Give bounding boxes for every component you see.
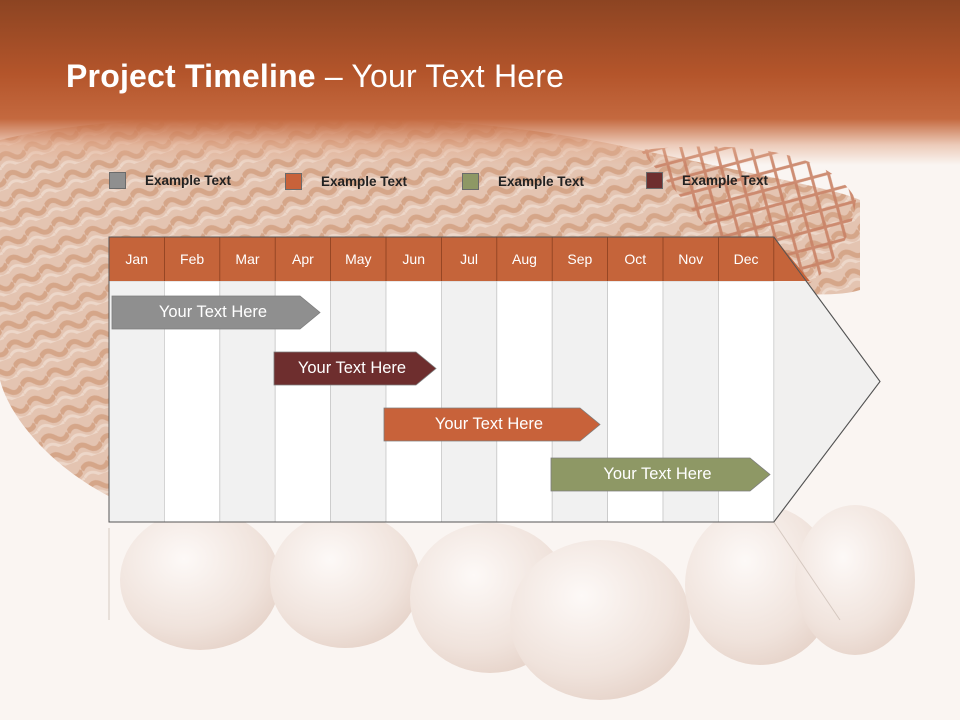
month-label-may: May [345,251,372,267]
month-label-oct: Oct [624,251,647,267]
month-label-aug: Aug [512,251,537,267]
page-title: Project Timeline – Your Text Here [66,58,564,95]
month-label-jul: Jul [460,251,479,267]
month-label-nov: Nov [678,251,704,267]
legend-swatch [109,171,126,189]
task-label-2: Your Text Here [297,359,407,377]
legend-label: Example Text [498,173,585,189]
legend-swatch [646,171,663,189]
task-bar-4 [550,457,771,492]
timeline-outline [108,236,881,523]
legend-label: Example Text [321,173,408,189]
legend-label: Example Text [145,172,232,188]
timeline-reflection [108,521,841,621]
month-column [440,280,498,523]
month-label-apr: Apr [291,251,314,267]
legend-label: Example Text [682,172,769,188]
month-column [330,280,387,523]
month-label-jun: Jun [402,251,425,267]
legend-item-3: Example Text [462,171,584,191]
month-label-sep: Sep [567,251,593,267]
task-bar-3 [383,407,601,442]
title-rest: – Your Text Here [315,58,565,94]
task-label-4: Your Text Here [603,465,712,483]
title-bar [0,0,960,165]
task-bar-2 [273,351,437,386]
legend-item-4: Example Text [646,170,768,190]
month-label-mar: Mar [235,251,260,267]
month-column [385,280,442,523]
legend-swatch [285,172,302,190]
month-label-dec: Dec [733,251,759,267]
legend-item-2: Example Text [285,171,407,191]
month-column [496,280,553,523]
task-label-1: Your Text Here [158,303,268,321]
month-label-jan: Jan [125,251,148,267]
title-bold: Project Timeline [66,58,316,94]
task-bar-1 [111,295,321,330]
legend-swatch [462,172,479,190]
task-label-3: Your Text Here [434,415,544,433]
month-label-feb: Feb [180,251,205,267]
month-header-band [109,237,810,281]
legend-item-1: Example Text [109,170,231,190]
